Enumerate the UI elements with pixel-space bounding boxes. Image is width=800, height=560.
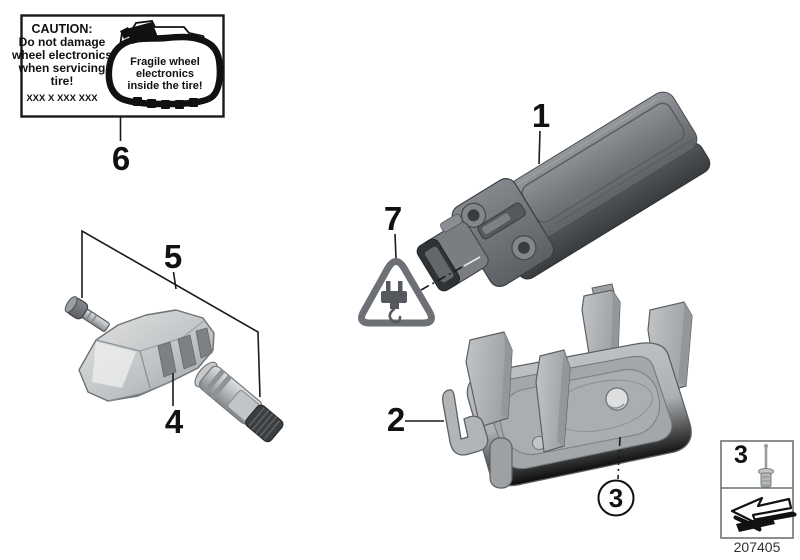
leader-dashdot-7 (420, 265, 465, 291)
leader-line-5 (81, 229, 261, 398)
callout-2[interactable]: 2 (387, 401, 405, 438)
tire-note-line-3: inside the tire! (127, 80, 202, 92)
caution-part-code: XXX X XXX XXX (26, 93, 98, 104)
legend-item-3: 3 (734, 441, 748, 469)
tire-illustration: Fragile wheel electronics inside the tir… (105, 20, 224, 109)
valve-cap-knurl (248, 407, 281, 440)
install-arrow-icon (730, 496, 797, 532)
leader-tick-5 (172, 271, 177, 290)
part-1-control-unit[interactable]: 1 (407, 80, 715, 322)
leader-line-7 (394, 233, 397, 260)
leader-dashdot-3 (617, 436, 621, 480)
callout-3-circle (597, 479, 635, 517)
caution-line-3: when servicing (18, 61, 106, 75)
leader-line-1 (538, 130, 541, 165)
callout-7[interactable]: 7 (384, 200, 402, 237)
sensor-screw (64, 296, 110, 332)
callout-1[interactable]: 1 (532, 97, 550, 134)
tire-outline (105, 33, 224, 108)
caution-title: CAUTION: (31, 22, 92, 36)
tire-note-line-2: electronics (136, 68, 194, 80)
caution-label-box: CAUTION: Do not damage wheel electronics… (11, 14, 225, 177)
tire-note-line-1: Fragile wheel (130, 56, 200, 68)
caution-line-1: Do not damage (19, 35, 106, 49)
bracket-hook (442, 389, 489, 456)
bracket-front-clips (465, 331, 571, 489)
callout-6[interactable]: 6 (112, 140, 130, 177)
callout-3-circled[interactable]: 3 (597, 436, 635, 517)
legend-box: 3 (720, 440, 797, 539)
tire-sensor-icon (120, 22, 158, 44)
part-5-sensor-kit[interactable]: 5 4 (63, 229, 286, 445)
callout-5[interactable]: 5 (164, 238, 182, 275)
caution-line-2: wheel electronics (11, 48, 112, 62)
caution-line-4: tire! (51, 74, 74, 88)
valve-stem (194, 361, 284, 443)
plug-icon (381, 281, 407, 324)
part-4-wheel-electronics[interactable]: 4 (78, 309, 215, 440)
callout-3[interactable]: 3 (609, 483, 623, 513)
callout-4[interactable]: 4 (165, 403, 184, 440)
item-7-plug-warning[interactable]: 7 (358, 200, 481, 327)
leader-into-connector (463, 256, 481, 267)
tire-tread (133, 97, 198, 109)
sensor-slots (157, 327, 213, 378)
module-connector (416, 213, 489, 292)
diagram-number: 207405 (734, 539, 781, 555)
bracket-hole (605, 387, 629, 411)
rivet-icon (758, 444, 774, 488)
flange-screw-bosses (460, 202, 537, 261)
part-2-holder-bracket[interactable]: 2 3 (387, 283, 693, 517)
